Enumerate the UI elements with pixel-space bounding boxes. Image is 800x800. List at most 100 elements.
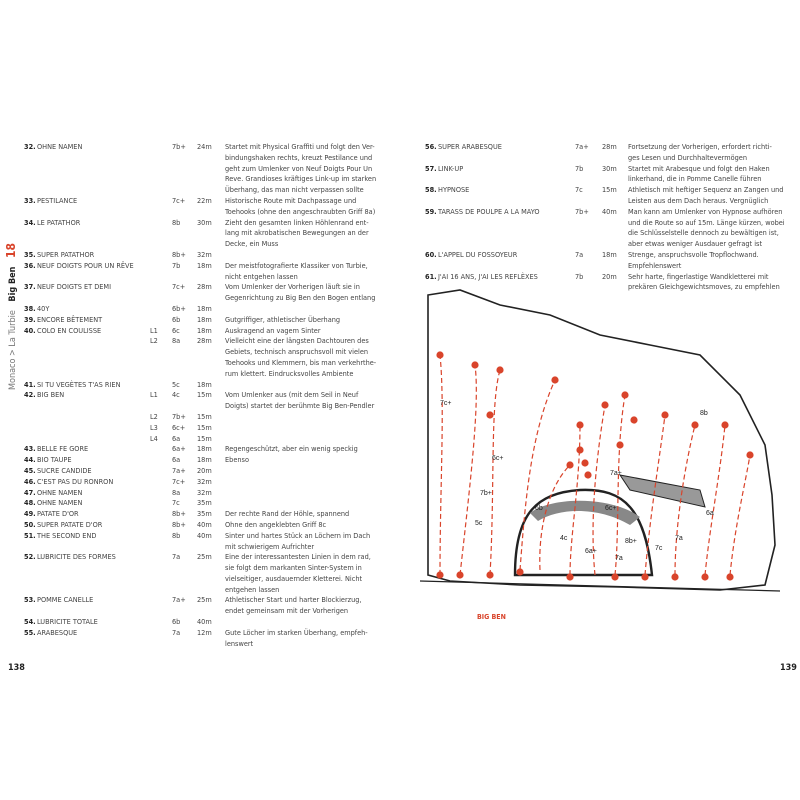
route-description-line: die Schlüsselstelle dennoch zu bewältige… xyxy=(628,228,779,238)
route-grade: 8b+ xyxy=(172,509,186,519)
route-marker xyxy=(486,571,494,579)
route-name: NEUF DOIGTS ET DEMI xyxy=(37,282,112,292)
topo-grade-label: 6a xyxy=(706,510,714,517)
route-description-line: Historische Route mit Dachpassage und xyxy=(225,196,357,205)
route-marker xyxy=(671,573,679,581)
route-description-line: Leisten aus dem Dach heraus. Vergnüglich xyxy=(628,195,769,205)
route-grade: 4c xyxy=(172,390,180,400)
route-length: 25m xyxy=(197,595,212,605)
route-number: 49. xyxy=(24,509,36,519)
route-name: L'APPEL DU FOSSOYEUR xyxy=(438,249,518,259)
route-description-line: Toehooks und Klemmern, bis man verkehrth… xyxy=(225,357,377,367)
route-number: 40. xyxy=(24,325,36,335)
route-number: 38. xyxy=(24,303,36,313)
route-description-line: Reve. Grandioses kräftiges Link-up im st… xyxy=(225,174,377,184)
route-description-line: Gute Löcher im starken Überhang, empfeh- xyxy=(225,627,368,637)
topo-grade-label: 8b xyxy=(700,410,708,417)
route-marker xyxy=(584,471,592,479)
route-description-line: geht zum Umlenker von Neuf Doigts Pour U… xyxy=(225,163,373,173)
route-grade: 8b xyxy=(172,217,181,227)
route-description-line: endet gemeinsam mit der Vorherigen xyxy=(225,606,349,616)
route-description-line: Eine der interessantesten Linien in dem … xyxy=(225,552,371,562)
route-description-line: Startet mit Physical Graffiti und folgt … xyxy=(225,142,375,151)
topo-grade-label: 6c+ xyxy=(492,455,503,462)
route-name: OHNE NAMEN xyxy=(37,498,83,508)
route-grade: 7a+ xyxy=(172,595,186,605)
route-number: 43. xyxy=(24,444,36,454)
route-description-line: Regengeschützt, aber ein wenig speckig xyxy=(225,444,358,454)
route-grade: 7a xyxy=(575,249,584,259)
route-description-line: Startet mit Arabesque und folgt den Hake… xyxy=(628,163,770,173)
route-length: 32m xyxy=(197,487,212,497)
route-description-line: Decke, ein Muss xyxy=(225,239,279,249)
route-grade: 7c+ xyxy=(172,282,186,292)
topo-grade-label: 8b+ xyxy=(625,538,637,545)
route-number: 39. xyxy=(24,314,36,324)
route-name: PESTILANCE xyxy=(37,196,78,205)
route-number: 33. xyxy=(24,196,36,205)
route-description-line: Zieht den gesamten linken Höhlenrand ent… xyxy=(225,217,369,227)
route-grade: 6a xyxy=(172,433,181,443)
route-marker xyxy=(551,376,559,384)
route-name: J'AI 16 ANS, J'AI LES REFLÈXES xyxy=(438,271,538,281)
route-description-line: Gutgriffiger, athletischer Überhang xyxy=(225,314,341,324)
route-length: 15m xyxy=(197,433,212,443)
cave-shadow xyxy=(530,500,640,525)
route-marker xyxy=(641,573,649,581)
route-description-line: lang mit akrobatischen Bewegungen an der xyxy=(225,228,369,238)
route-description-line: entgehen lassen xyxy=(225,584,280,594)
route-number: 46. xyxy=(24,476,36,486)
route-description-line: Sehr harte, fingerlastige Wandkletterei … xyxy=(628,271,769,281)
route-length: 18m xyxy=(197,379,212,389)
route-marker xyxy=(486,411,494,419)
route-marker xyxy=(616,441,624,449)
route-grade: 7b xyxy=(575,271,584,281)
route-marker xyxy=(691,421,699,429)
route-marker xyxy=(726,573,734,581)
route-pitch: L3 xyxy=(150,422,158,432)
route-number: 44. xyxy=(24,455,36,465)
route-length: 18m xyxy=(197,444,212,454)
overhang xyxy=(618,474,706,508)
route-marker xyxy=(630,416,638,424)
route-number: 35. xyxy=(24,249,36,259)
route-description-line: Athletisch mit heftiger Sequenz an Zange… xyxy=(628,185,784,195)
topo-grade-label: 6a+ xyxy=(585,548,597,555)
route-pitch: L2 xyxy=(150,336,158,346)
route-name: BIO TAUPE xyxy=(37,455,72,465)
route-marker xyxy=(576,446,584,454)
route-number: 54. xyxy=(24,617,36,627)
route-number: 58. xyxy=(425,185,437,195)
chapter-number: 18 xyxy=(4,242,18,259)
route-length: 30m xyxy=(197,217,212,227)
route-marker xyxy=(516,568,524,576)
route-length: 18m xyxy=(602,249,617,259)
route-length: 20m xyxy=(197,465,212,475)
route-grade: 6b xyxy=(172,617,181,627)
topo-grade-label: 6c+ xyxy=(605,505,616,512)
route-description-line: Man kann am Umlenker von Hypnose aufhöre… xyxy=(628,206,783,216)
route-description-line: lenswert xyxy=(225,638,254,648)
route-length: 30m xyxy=(602,163,617,173)
route-length: 18m xyxy=(197,260,212,270)
topo-grade-label: 4c xyxy=(560,535,568,542)
route-name: 40Y xyxy=(37,303,50,313)
route-marker xyxy=(746,451,754,459)
page-number-right: 139 xyxy=(780,663,797,673)
route-description-line: linkerhand, die in Pomme Canelle führen xyxy=(628,174,762,184)
topo-grade-label: 7a+ xyxy=(610,470,622,477)
route-grade: 7a+ xyxy=(172,465,186,475)
